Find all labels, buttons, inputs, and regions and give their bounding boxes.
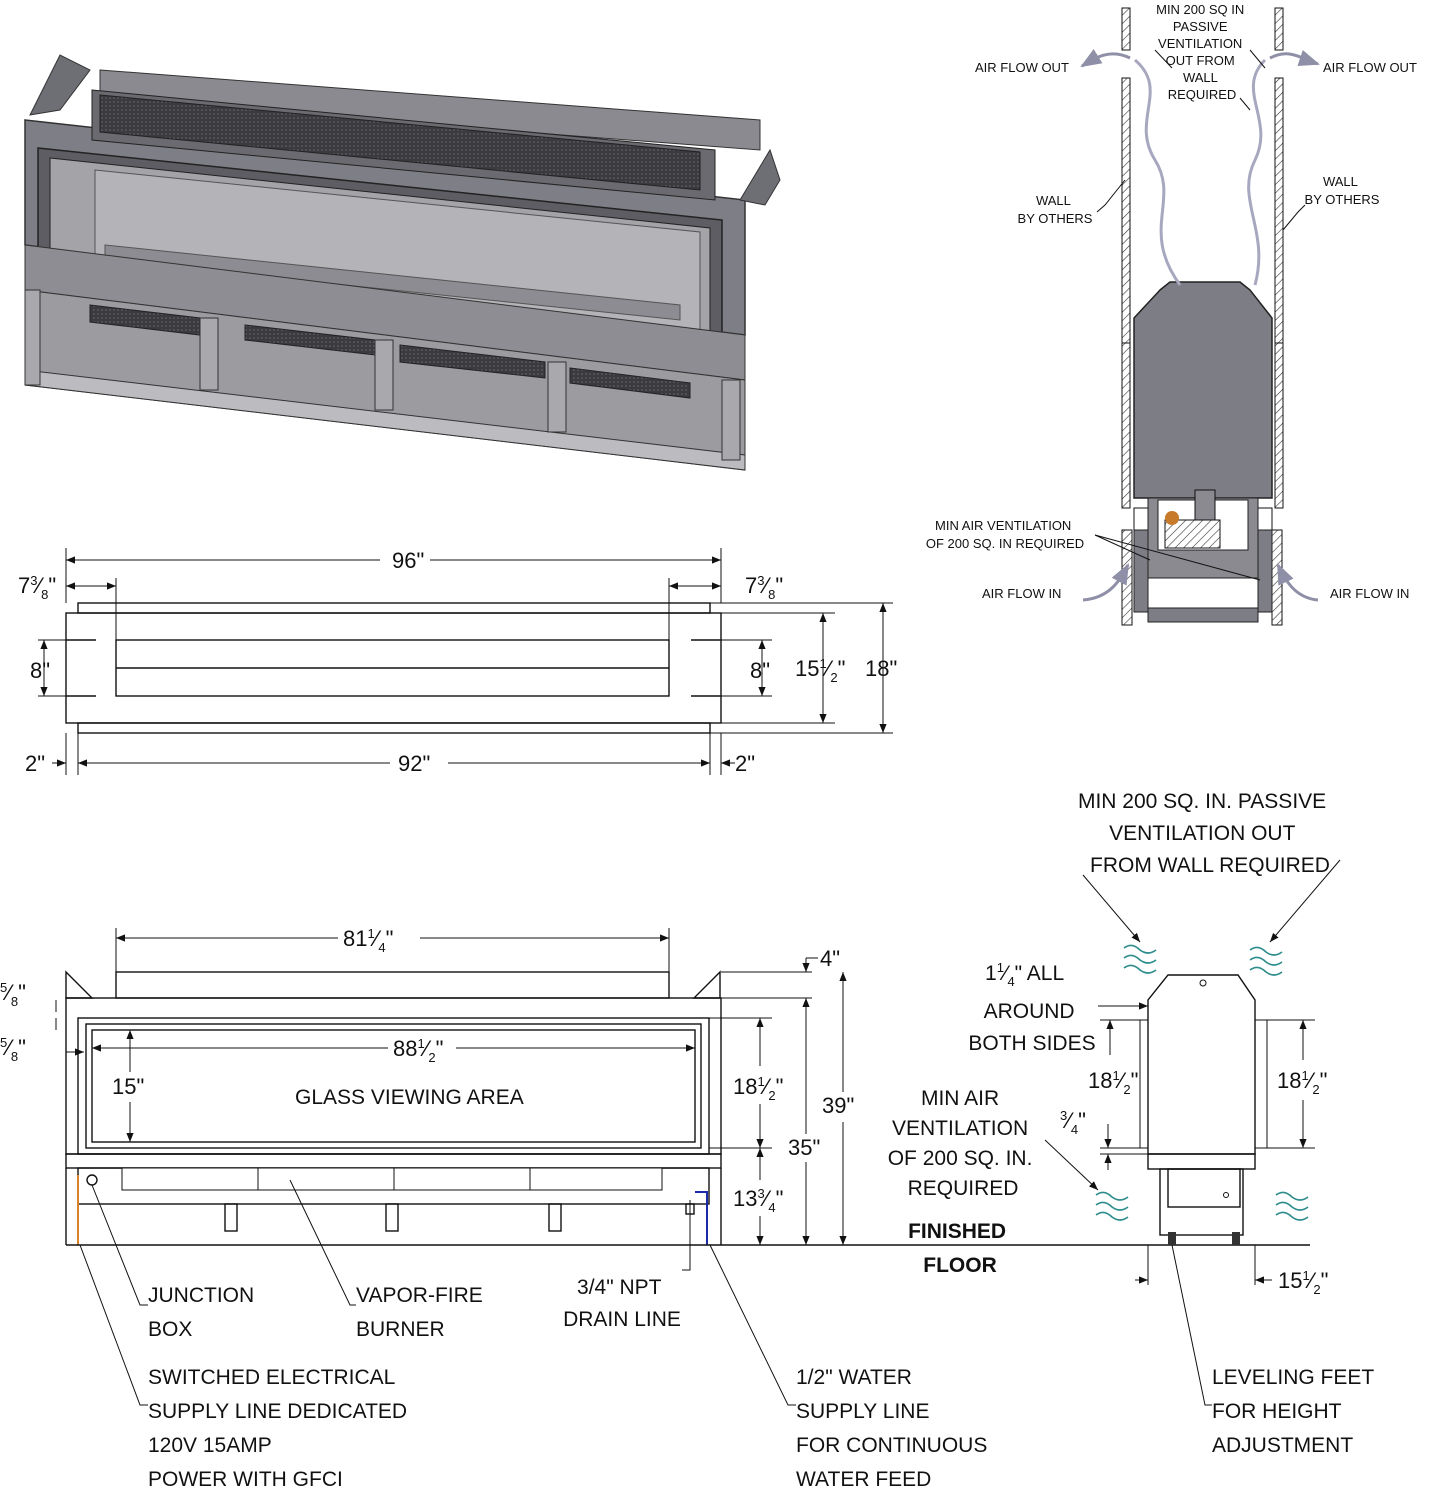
overall-depth-dim: 18" [865, 656, 897, 681]
right-inset-dim: 73⁄8" [745, 573, 783, 602]
inner-depth-dim: 151⁄2" [795, 656, 845, 685]
section-view: MIN 200 SQ IN PASSIVE VENTILATION OUT FR… [926, 2, 1417, 626]
heat-waves [1095, 944, 1309, 1221]
side-air-in-note: MIN AIR VENTILATION OF 200 SQ. IN. REQUI… [888, 1087, 1039, 1200]
right-offset-dim: 2" [735, 751, 755, 776]
left-offset-dim: 2" [25, 751, 45, 776]
top-vent-box [115, 971, 670, 999]
air-flow-in-right: AIR FLOW IN [1330, 586, 1409, 601]
clearance-note: 11⁄4" ALL [985, 960, 1064, 989]
top-height-dim: 4" [820, 946, 840, 971]
water-supply-label: 1/2" WATER SUPPLY LINE FOR CONTINUOUS WA… [796, 1366, 993, 1491]
clearance-note-cont: AROUND BOTH SIDES [968, 1000, 1095, 1055]
overall-width-dim: 96" [392, 548, 424, 573]
finished-floor-label: FINISHED FLOOR [908, 1220, 1012, 1277]
top-rail-outline [77, 602, 711, 614]
height-35-dim: 35" [788, 1135, 820, 1160]
air-flow-in-left: AIR FLOW IN [982, 586, 1061, 601]
leveling-feet-label: LEVELING FEET FOR HEIGHT ADJUSTMENT [1212, 1366, 1380, 1457]
burner-label: VAPOR-FIRE BURNER [356, 1284, 489, 1341]
side-left-height-dim: 181⁄2" [1088, 1068, 1138, 1097]
height-39-dim: 39" [822, 1093, 854, 1118]
left-dim-b: 5⁄8" [0, 1035, 26, 1064]
air-in-note: MIN AIR VENTILATION OF 200 SQ. IN REQUIR… [926, 518, 1084, 551]
left-inset-dim: 73⁄8" [18, 573, 56, 602]
perspective-view [24, 54, 781, 471]
front-frame [65, 997, 722, 1155]
side-view: MIN 200 SQ. IN. PASSIVE VENTILATION OUT … [888, 790, 1380, 1457]
electrical-label: SWITCHED ELECTRICAL SUPPLY LINE DEDICATE… [148, 1366, 413, 1491]
top-view: 96" 73⁄8" 73⁄8" 8" 8" 151⁄2" 18" [18, 548, 897, 776]
base-height-dim: 133⁄4" [733, 1186, 783, 1215]
side-depth-dim: 151⁄2" [1278, 1268, 1328, 1297]
drain-label: 3/4" NPT DRAIN LINE [563, 1276, 681, 1331]
front-view: 811⁄4" 881⁄2" 15" GLASS VIEWING AREA 5⁄8… [0, 926, 1310, 1491]
right-opening-dim: 8" [750, 658, 770, 683]
top-width-dim: 811⁄4" [343, 926, 393, 955]
side-vent-out-note: MIN 200 SQ. IN. PASSIVE VENTILATION OUT … [1078, 790, 1332, 877]
bottom-rail-outline [77, 722, 711, 734]
wall-label-right: WALL BY OTHERS [1305, 174, 1380, 207]
left-dim-a: 5⁄8" [0, 980, 26, 1009]
left-opening-dim: 8" [30, 658, 50, 683]
wall-label-left: WALL BY OTHERS [1018, 193, 1093, 226]
glass-viewing-area-label: GLASS VIEWING AREA [295, 1086, 524, 1109]
bottom-width-dim: 92" [398, 751, 430, 776]
glass-height-dim: 15" [112, 1074, 144, 1099]
frame-height-dim: 181⁄2" [733, 1074, 783, 1103]
air-flow-out-right: AIR FLOW OUT [1323, 60, 1417, 75]
junction-box-label: JUNCTION BOX [148, 1284, 260, 1341]
glass-width-dim: 881⁄2" [393, 1036, 443, 1065]
side-gap-dim: 3⁄4" [1060, 1108, 1086, 1137]
side-right-height-dim: 181⁄2" [1277, 1068, 1327, 1097]
vent-out-note: MIN 200 SQ IN PASSIVE VENTILATION OUT FR… [1156, 2, 1248, 102]
air-flow-out-left: AIR FLOW OUT [975, 60, 1069, 75]
